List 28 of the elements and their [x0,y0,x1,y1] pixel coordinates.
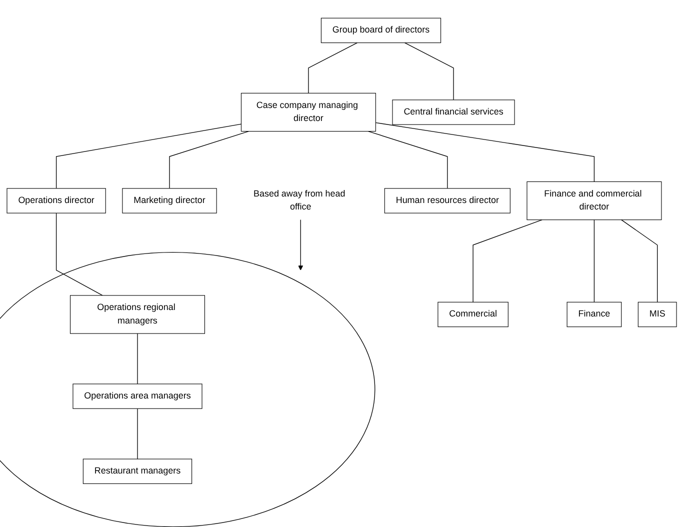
cluster [0,252,376,527]
node-box: Human resources director [384,188,510,214]
node-box: Finance [566,302,622,328]
connector [594,219,595,302]
node-box: MIS [638,302,677,328]
node-text: Based away from head office [254,188,346,212]
connector [621,219,658,302]
node-box: Commercial [438,302,508,328]
connector [472,219,542,302]
arrow [298,219,304,270]
connector [169,130,249,189]
node-box: Operations area managers [72,384,202,409]
connector [308,42,358,94]
connector [56,124,242,189]
node-box: Restaurant managers [82,458,192,484]
connector [137,333,138,384]
connector [368,130,448,189]
node-box: Operations regional managers [70,295,205,334]
node-box: Central financial services [392,100,515,125]
node-box: Case company managing director [240,92,376,132]
connector [56,212,103,296]
connector [404,42,454,100]
node-box: Finance and commercial director [526,181,662,220]
node-box: Marketing director [122,188,217,214]
node-box: Operations director [6,188,106,214]
node-box: Group board of directors [320,18,442,44]
connector [137,408,138,460]
connector [375,122,595,182]
